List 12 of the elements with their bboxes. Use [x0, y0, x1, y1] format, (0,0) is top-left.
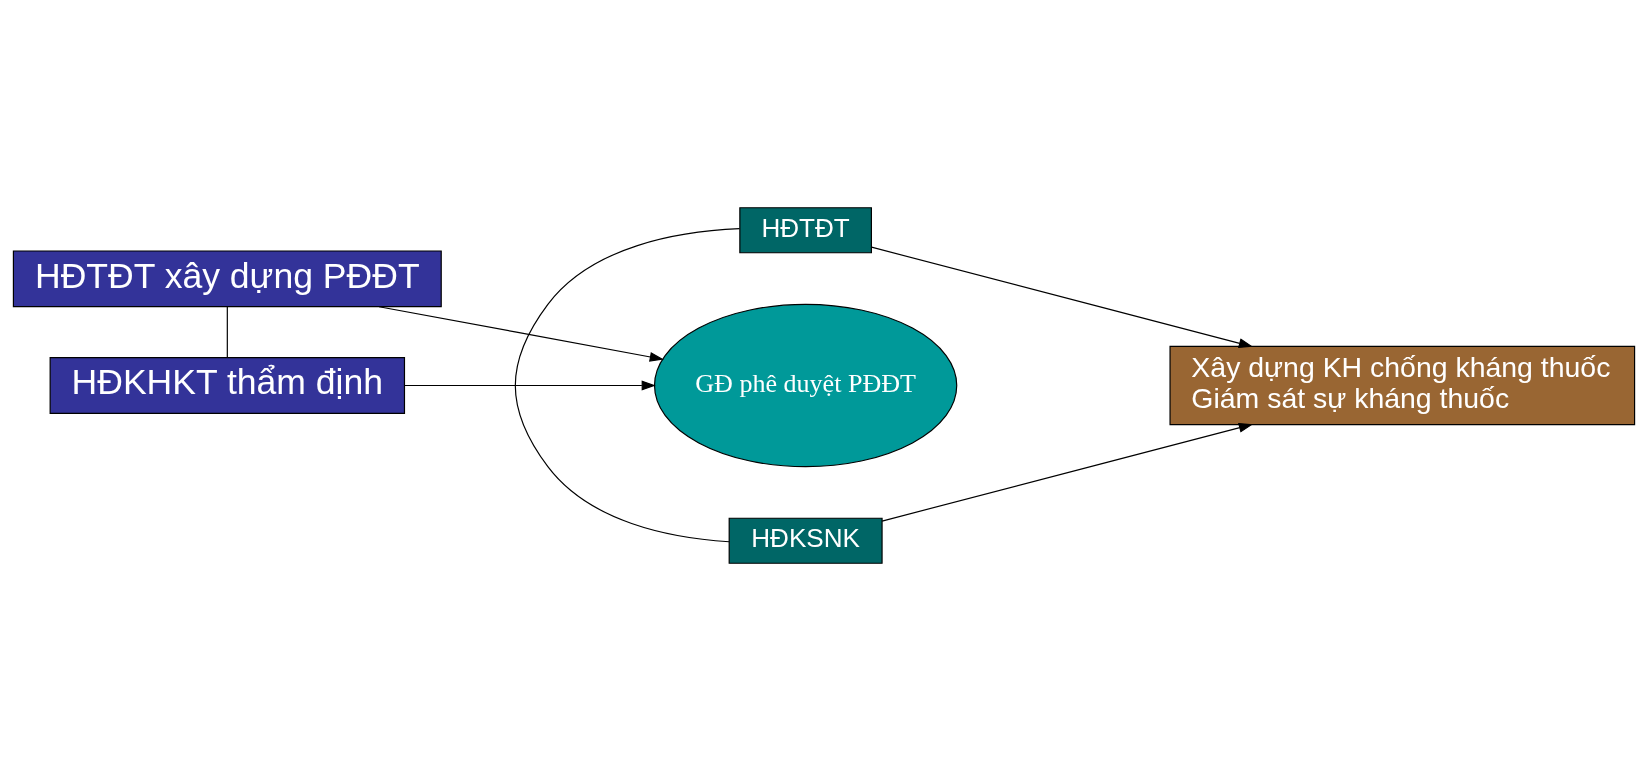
arrow	[378, 305, 664, 362]
node-box: HĐKSNK	[728, 517, 883, 564]
node-box: HĐTĐT xây dựng PĐĐT	[12, 249, 442, 307]
node-box: HĐKHKT thẩm định	[49, 356, 406, 414]
node-box: Xây dựng KH chống kháng thuốc Giám sát sự kháng thuốc	[1169, 345, 1636, 425]
node-ellipse: GĐ phê duyệt PĐĐT	[653, 303, 958, 467]
arrow	[881, 422, 1254, 522]
arrow	[404, 380, 656, 390]
connector	[226, 305, 228, 358]
node-box: HĐTĐT	[739, 206, 872, 253]
arrow	[870, 246, 1253, 348]
connector	[514, 227, 741, 542]
